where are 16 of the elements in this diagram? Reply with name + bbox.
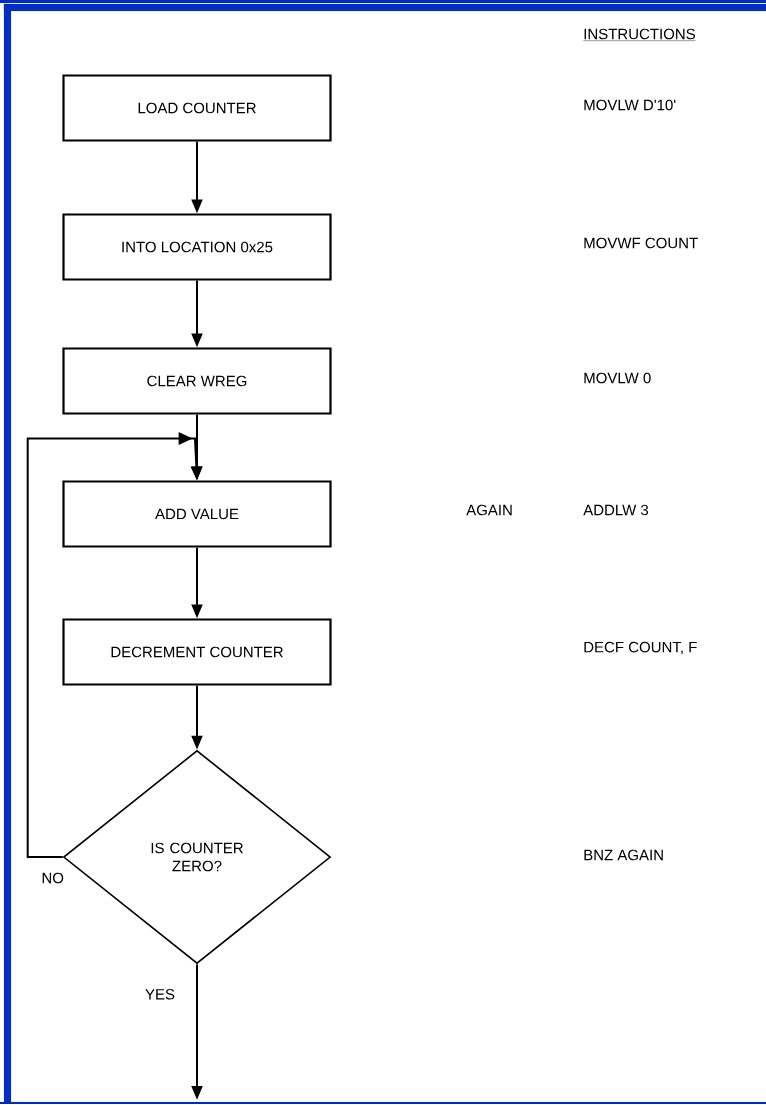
instruction-label: MOVLW D'10' — [584, 99, 676, 111]
arrow — [26, 431, 203, 858]
process-box: LOAD COUNTER — [62, 74, 332, 142]
instruction-label: MOVLW 0 — [584, 372, 651, 384]
process-box: ADD VALUE — [62, 480, 332, 548]
instruction-label: MOVWF COUNT — [584, 237, 698, 249]
column-heading: INSTRUCTIONS — [583, 28, 696, 41]
instruction-label: DECF COUNT, F — [584, 641, 697, 655]
instruction-label: AGAIN — [466, 504, 512, 516]
edge-label: YES — [144, 988, 176, 1001]
instruction-label: ADDLW 3 — [583, 504, 649, 516]
process-box: INTO LOCATION 0x25 — [62, 213, 332, 281]
process-box: DECREMENT COUNTER — [62, 618, 332, 686]
instruction-label: BNZ AGAIN — [584, 849, 663, 861]
process-box: CLEAR WREG — [62, 347, 332, 415]
edge-label: NO — [40, 871, 65, 885]
